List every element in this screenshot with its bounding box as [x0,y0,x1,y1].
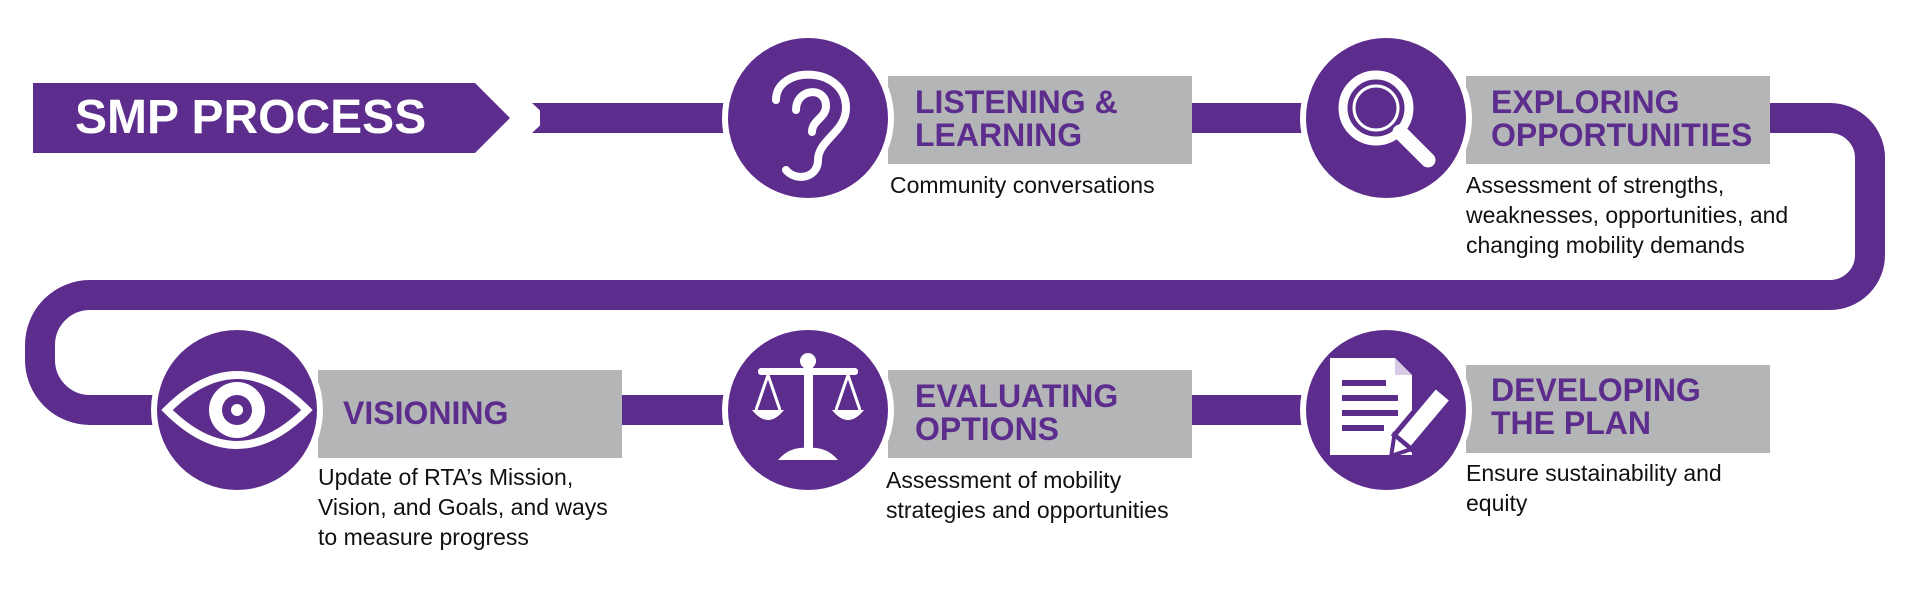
label-box-evaluating [888,370,1192,458]
document-pencil-icon [1330,358,1456,459]
label-box-developing [1466,365,1770,453]
eye-icon [161,371,313,449]
step-title-line: EVALUATING [915,378,1119,414]
connector-path [25,103,1885,425]
step-description-evaluating: Assessment of mobility strategies and op… [886,467,1169,523]
label-box-visioning [318,370,622,458]
step-title-line: DEVELOPING [1491,372,1701,408]
step-title-line: OPPORTUNITIES [1491,117,1753,153]
step-title-line: THE PLAN [1491,405,1651,441]
step-title-visioning: VISIONING [343,397,508,430]
title-banner [33,83,510,153]
step-title-line: EXPLORING [1491,84,1680,120]
step-description-developing: Ensure sustainability and equity [1466,460,1722,516]
label-box-listening [888,76,1192,164]
step-title-line: LISTENING & [915,84,1118,120]
step-description-listening: Community conversations [890,172,1155,198]
step-title-listening: LISTENING & LEARNING [915,86,1118,152]
step-description-visioning: Update of RTA’s Mission, Vision, and Goa… [318,464,608,550]
page-title: SMP PROCESS [75,91,427,144]
step-title-evaluating: EVALUATING OPTIONS [915,380,1118,446]
step-title-line: VISIONING [343,395,509,431]
step-title-line: OPTIONS [915,411,1060,447]
connector-arrow-start [532,103,720,133]
step-circle-exploring [1300,32,1472,204]
step-title-line: LEARNING [915,117,1083,153]
step-description-exploring: Assessment of strengths, weaknesses, opp… [1466,172,1789,258]
magnifying-glass-icon [1338,70,1436,168]
step-title-developing: DEVELOPING THE PLAN [1491,374,1701,440]
step-title-exploring: EXPLORING OPPORTUNITIES [1491,86,1752,152]
label-box-exploring [1466,76,1770,164]
ear-icon [772,70,851,181]
scales-icon [752,353,864,460]
step-circle-listening [722,32,894,204]
